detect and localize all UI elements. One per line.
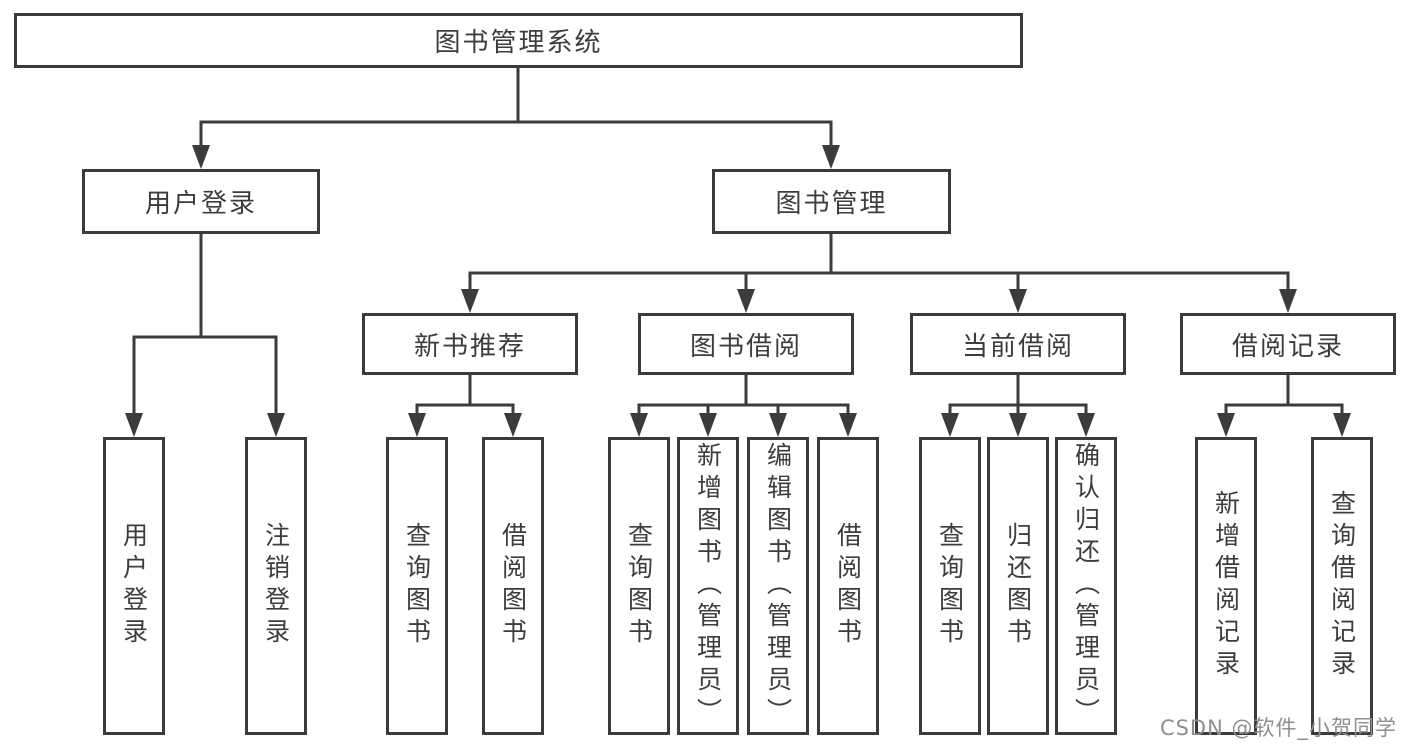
leaf-borrow-books-recommend: 借阅图书 <box>482 437 544 735</box>
node-new-book-recommend: 新书推荐 <box>362 313 578 375</box>
arrowheads <box>125 145 1351 437</box>
node-book-management: 图书管理 <box>712 169 951 234</box>
node-current-borrow: 当前借阅 <box>910 313 1126 375</box>
leaf-user-login: 用户登录 <box>103 437 165 735</box>
leaf-add-borrow-record-label: 新增借阅记录 <box>1211 490 1241 682</box>
leaf-add-book-admin: 新增图书（管理员） <box>677 437 739 735</box>
leaf-return-book-label: 归还图书 <box>1003 522 1033 650</box>
leaf-borrow-books-recommend-label: 借阅图书 <box>498 522 528 650</box>
node-user-login: 用户登录 <box>82 169 320 234</box>
leaf-user-login-label: 用户登录 <box>119 522 149 650</box>
leaf-query-books-borrow: 查询图书 <box>608 437 670 735</box>
leaf-query-borrow-record-label: 查询借阅记录 <box>1327 490 1357 682</box>
node-library-system: 图书管理系统 <box>14 13 1023 68</box>
node-current-borrow-label: 当前借阅 <box>961 331 1074 362</box>
node-user-login-label: 用户登录 <box>144 189 257 219</box>
node-book-borrow: 图书借阅 <box>638 313 854 375</box>
connector-segments <box>132 68 1344 419</box>
leaf-add-book-admin-label: 新增图书（管理员） <box>693 442 723 730</box>
node-borrow-records: 借阅记录 <box>1180 313 1396 375</box>
leaf-query-borrow-record: 查询借阅记录 <box>1311 437 1373 735</box>
leaf-confirm-return-admin-label: 确认归还（管理员） <box>1071 442 1101 730</box>
node-library-system-label: 图书管理系统 <box>434 28 603 58</box>
csdn-watermark: CSDN @软件_小贺同学 <box>1159 716 1397 740</box>
node-book-borrow-label: 图书借阅 <box>689 331 802 362</box>
leaf-edit-book-admin-label: 编辑图书（管理员） <box>763 442 793 730</box>
leaf-query-books-recommend-label: 查询图书 <box>402 522 432 650</box>
leaf-query-books-borrow-label: 查询图书 <box>624 522 654 650</box>
node-book-management-label: 图书管理 <box>775 189 888 219</box>
leaf-query-books-current-label: 查询图书 <box>935 522 965 650</box>
leaf-query-books-recommend: 查询图书 <box>386 437 448 735</box>
leaf-borrow-books-label: 借阅图书 <box>833 522 863 650</box>
leaf-return-book: 归还图书 <box>987 437 1049 735</box>
leaf-logout-label: 注销登录 <box>261 522 291 650</box>
leaf-borrow-books: 借阅图书 <box>817 437 879 735</box>
node-borrow-records-label: 借阅记录 <box>1231 331 1344 362</box>
leaf-confirm-return-admin: 确认归还（管理员） <box>1055 437 1117 735</box>
node-new-book-recommend-label: 新书推荐 <box>413 331 526 362</box>
leaf-query-books-current: 查询图书 <box>919 437 981 735</box>
leaf-add-borrow-record: 新增借阅记录 <box>1195 437 1257 735</box>
leaf-edit-book-admin: 编辑图书（管理员） <box>747 437 809 735</box>
leaf-logout: 注销登录 <box>245 437 307 735</box>
